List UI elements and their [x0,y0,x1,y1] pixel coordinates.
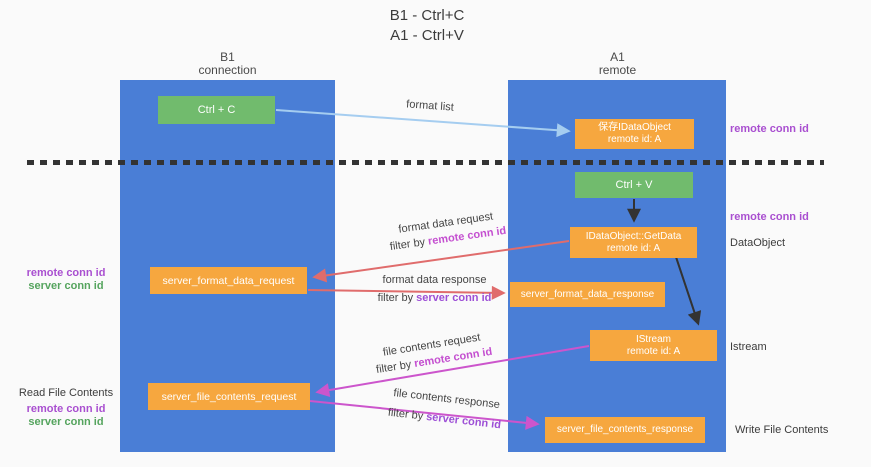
annotation-dataobject: DataObject [730,237,786,249]
node-server-file-contents-response: server_file_contents_response [545,417,705,443]
title-line-2: A1 - Ctrl+V [390,27,464,44]
edge-label-file-response: file contents response filter by server … [377,385,515,433]
node-ctrl-c: Ctrl + C [158,96,275,124]
filter-by-prefix: filter by [389,235,429,254]
server-file-contents-request-label: server_file_contents_request [161,390,297,403]
node-server-format-data-request: server_format_data_request [150,267,307,294]
istream-line1: IStream [635,333,671,345]
node-server-format-data-response: server_format_data_response [510,282,665,307]
title-line-1: B1 - Ctrl+C [389,7,465,24]
node-ctrl-v: Ctrl + V [575,172,693,198]
lane-header-b1: B1 connection [160,51,295,77]
format-remote-conn-id: remote conn id [26,267,106,279]
edge-label-format-response: format data response filter by server co… [372,274,497,305]
getdata-line2: remote id: A [606,242,661,254]
lane-b1-title: B1 [220,50,235,64]
file-remote-conn-id: remote conn id [26,403,106,415]
getdata-line1: IDataObject::GetData [585,230,682,242]
filter-server-conn-id: server conn id [425,410,502,432]
ctrl-c-label: Ctrl + C [197,104,236,116]
annotation-format-conn-ids: remote conn id server conn id [20,267,112,293]
lane-a1-title: A1 [610,50,625,64]
format-response-text: format data response [382,274,487,286]
edge-label-format-list: format list [405,98,455,114]
server-format-data-request-label: server_format_data_request [162,274,295,287]
node-idataobject-getdata: IDataObject::GetData remote id: A [570,227,697,258]
istream-line2: remote id: A [626,345,681,357]
server-file-contents-response-label: server_file_contents_response [556,424,694,435]
annotation-remote-conn-id-copy: remote conn id [730,123,809,135]
annotation-istream: Istream [730,341,767,353]
lane-a1-subtitle: remote [598,63,637,77]
filter-by-prefix: filter by [377,292,417,304]
lane-b1-subtitle: connection [198,63,257,77]
filter-by-prefix: filter by [387,406,427,423]
node-save-idataobject: 保存IDataObject remote id: A [575,119,694,149]
format-server-conn-id: server conn id [28,280,104,292]
node-server-file-contents-request: server_file_contents_request [148,383,310,410]
save-idataobject-line1: 保存IDataObject [598,122,671,133]
server-format-data-response-label: server_format_data_response [520,288,655,300]
filter-server-conn-id: server conn id [416,292,492,304]
save-idataobject-line2: remote id: A [607,134,662,145]
ctrl-v-label: Ctrl + V [615,179,653,191]
annotation-remote-conn-id-paste: remote conn id [730,211,809,223]
diagram-title: B1 - Ctrl+C A1 - Ctrl+V [327,6,527,46]
node-istream: IStream remote id: A [590,330,717,361]
lane-header-a1: A1 remote [550,51,685,77]
copy-paste-divider [27,160,824,165]
file-server-conn-id: server conn id [28,416,104,428]
filter-by-prefix: filter by [375,358,416,377]
format-response-filter: filter by server conn id [372,292,497,305]
read-file-contents-label: Read File Contents [18,387,114,399]
annotation-write-file-contents: Write File Contents [735,424,829,436]
annotation-read-file-contents: Read File Contents remote conn id server… [15,387,117,429]
edge-label-format-request: format data request filter by remote con… [381,208,514,255]
edge-label-file-request: file contents request filter by remote c… [367,329,500,378]
